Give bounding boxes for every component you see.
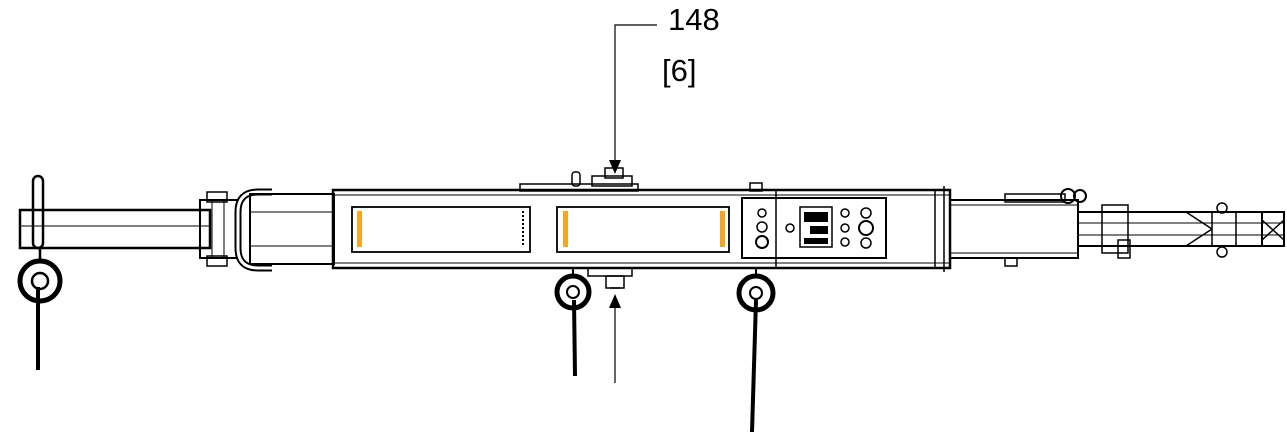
right-pull-ring	[736, 268, 776, 433]
reflector-center	[556, 206, 730, 253]
callout-part-number: 148	[668, 2, 720, 37]
top-mount-bracket	[519, 167, 763, 192]
left-lock-pin	[18, 174, 212, 262]
telescoping-section	[949, 188, 1087, 267]
bottom-mount-bracket	[587, 267, 633, 289]
end-fitting	[1077, 202, 1285, 259]
callout-quantity: [6]	[662, 53, 697, 88]
callout-leader	[609, 24, 657, 383]
leader-arrowhead-top	[609, 160, 621, 174]
control-plate	[741, 190, 887, 268]
leader-arrowhead-bottom	[609, 294, 621, 308]
clevis-bracket	[199, 188, 335, 272]
left-pull-ring	[17, 258, 63, 370]
reflector-left	[351, 206, 531, 253]
center-pull-ring	[554, 268, 592, 377]
